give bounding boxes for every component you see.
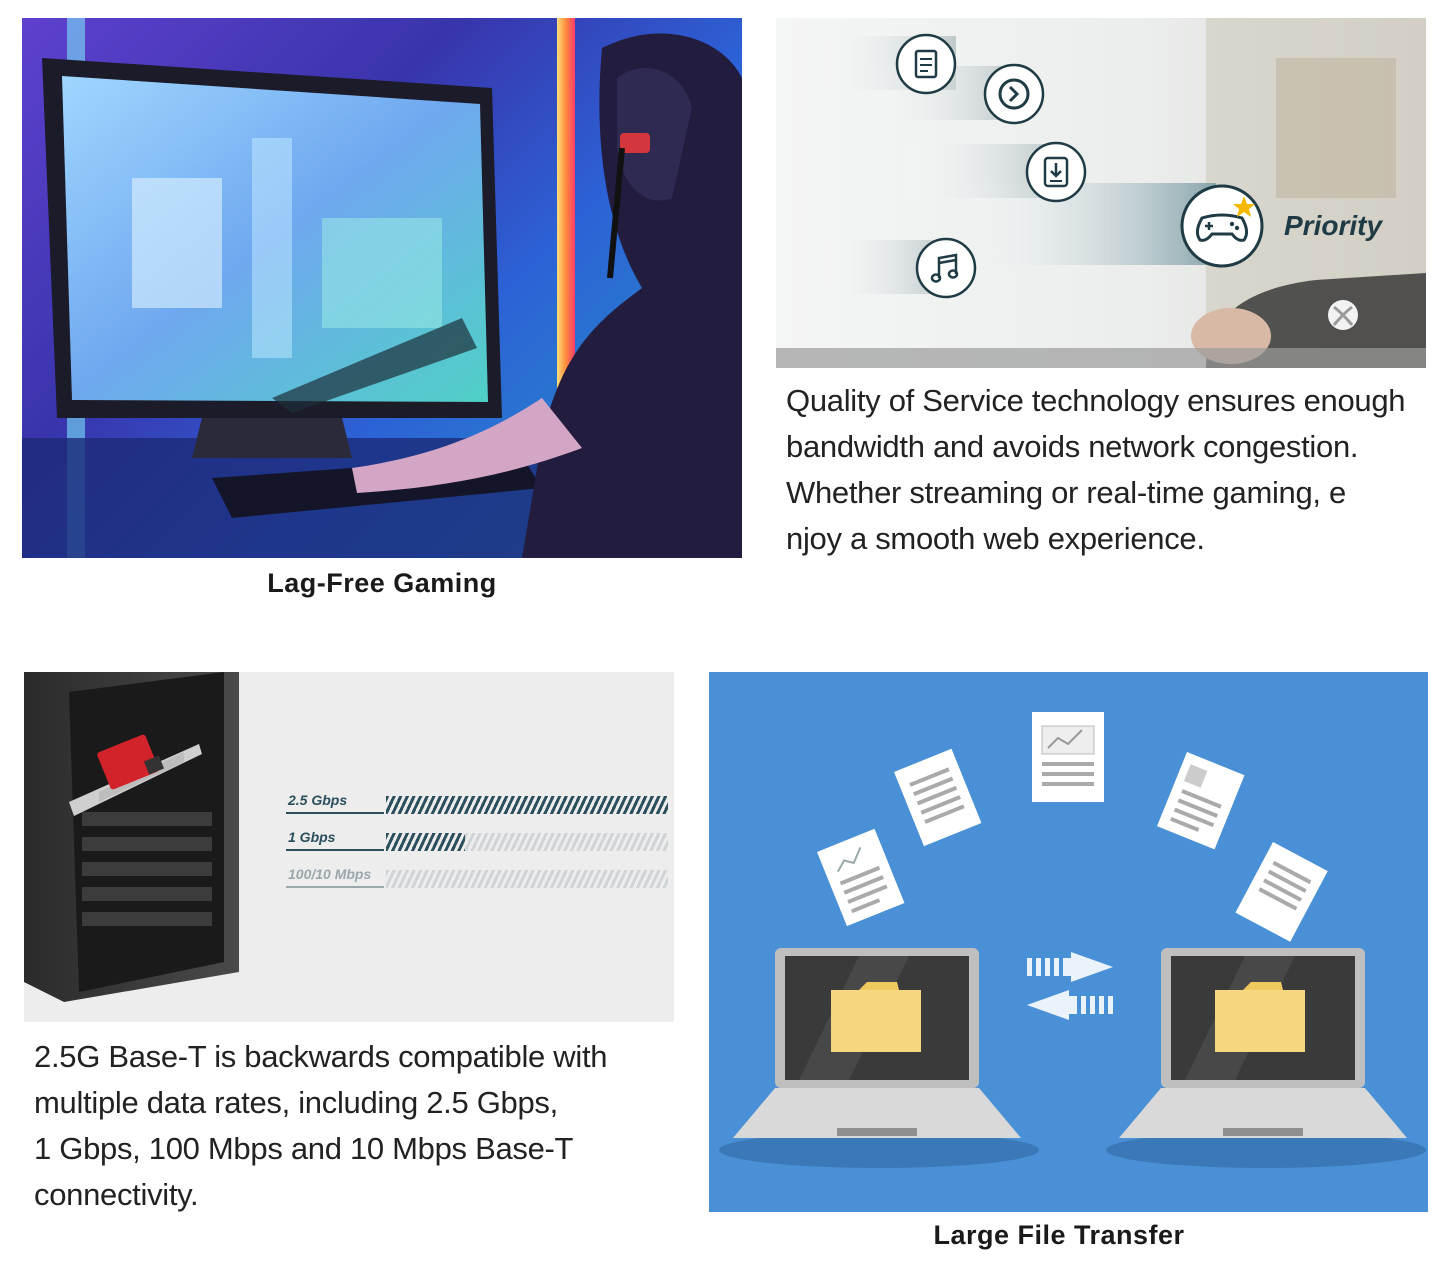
gaming-caption: Lag-Free Gaming — [267, 568, 497, 598]
gamepad-icon — [1180, 184, 1264, 268]
rate-bar-fill — [386, 833, 465, 851]
qos-line: Whether streaming or real-time gaming, e — [786, 475, 1347, 510]
speed-line: 1 Gbps, 100 Mbps and 10 Mbps Base-T — [34, 1131, 574, 1166]
rate-bar — [386, 796, 668, 814]
document-icon — [1032, 712, 1104, 802]
rate-label: 100/10 Mbps — [288, 866, 372, 882]
document-icon — [817, 828, 905, 927]
speed-line: multiple data rates, including 2.5 Gbps, — [34, 1085, 558, 1120]
rate-label: 1 Gbps — [288, 829, 336, 845]
qos-description: Quality of Service technology ensures en… — [786, 378, 1426, 562]
network-card-speeds: 2.5 Gbps 1 Gbps 100/10 Mbps — [24, 672, 674, 1022]
rate-label: 2.5 Gbps — [288, 792, 348, 808]
speed-line: 2.5G Base-T is backwards compatible with — [34, 1039, 608, 1074]
pc-tower-illustration — [24, 672, 239, 1002]
rate-bar — [386, 870, 668, 888]
transfer-arrows-icon — [1027, 952, 1113, 1020]
speed-line: connectivity. — [34, 1177, 199, 1212]
gaming-photo — [22, 18, 742, 558]
speed-description: 2.5G Base-T is backwards compatible with… — [34, 1034, 674, 1218]
gaming-scene-illustration — [22, 18, 742, 558]
priority-label: Priority — [1284, 210, 1383, 241]
document-icon — [1235, 842, 1328, 942]
laptop-right — [1106, 948, 1426, 1168]
qos-line: njoy a smooth web experience. — [786, 521, 1205, 556]
file-transfer-graphic — [719, 712, 1426, 1168]
play-icon — [983, 63, 1045, 125]
document-icon — [1157, 752, 1245, 850]
rate-underline — [286, 849, 384, 851]
qos-line: Quality of Service technology ensures en… — [786, 383, 1406, 418]
music-icon — [915, 237, 977, 299]
rate-bars: 2.5 Gbps 1 Gbps 100/10 Mbps — [286, 792, 674, 892]
rate-underline — [286, 812, 384, 814]
transfer-caption: Large File Transfer — [933, 1220, 1185, 1250]
download-icon — [1025, 141, 1087, 203]
rate-bar — [386, 833, 668, 851]
qos-line: bandwidth and avoids network congestion. — [786, 429, 1359, 464]
document-icon — [894, 748, 982, 847]
xbox-logo-icon — [1328, 300, 1358, 330]
rate-row: 1 Gbps — [286, 829, 674, 853]
rate-row: 2.5 Gbps — [286, 792, 674, 816]
laptop-left — [719, 948, 1039, 1168]
qos-illustration: Priority — [776, 18, 1426, 368]
rate-underline — [286, 886, 384, 888]
file-transfer-illustration — [709, 672, 1428, 1212]
rate-row: 100/10 Mbps — [286, 866, 674, 890]
document-icon — [895, 33, 957, 95]
rate-bar-fill — [386, 796, 668, 814]
